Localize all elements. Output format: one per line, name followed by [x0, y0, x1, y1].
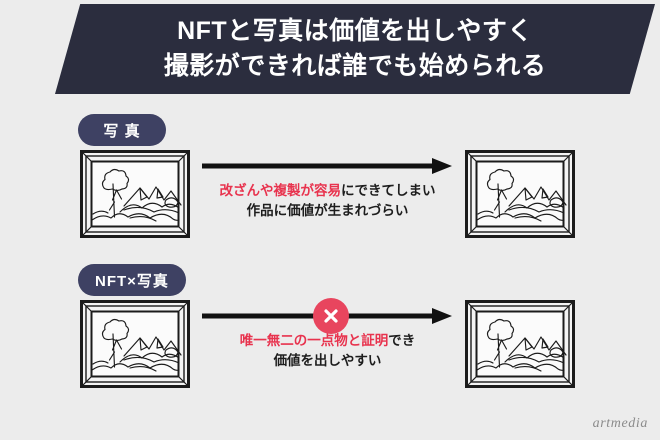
framed-landscape-icon: [465, 150, 575, 238]
transform-arrow-photo: 改ざんや複製が容易にできてしまい 作品に価値が生まれづらい: [200, 156, 455, 222]
row-badge-photo: 写 真: [78, 114, 166, 146]
caption-nft: 唯一無二の一点物と証明でき 価値を出しやすい: [200, 331, 455, 372]
transform-arrow-nft: 唯一無二の一点物と証明でき 価値を出しやすい: [200, 298, 455, 372]
artwork-frame-source-photo: [80, 150, 190, 238]
caption-emphasis: 改ざんや複製が容易: [219, 183, 342, 198]
framed-landscape-icon: [80, 300, 190, 388]
caption-photo: 改ざんや複製が容易にできてしまい 作品に価値が生まれづらい: [200, 181, 455, 222]
caption-line-2: 作品に価値が生まれづらい: [246, 203, 409, 219]
caption-line-1: 改ざんや複製が容易にできてしまい: [200, 181, 455, 201]
badge-label: 写 真: [103, 122, 141, 140]
close-x-glyph: [324, 309, 338, 323]
framed-landscape-icon: [465, 300, 575, 388]
caption-rest: でき: [388, 333, 416, 348]
artwork-frame-copy-nft: [465, 300, 575, 388]
caption-line-1: 唯一無二の一点物と証明でき: [200, 331, 455, 351]
artwork-frame-copy-photo: [465, 150, 575, 238]
arrow-right-icon: [202, 158, 452, 174]
title-banner: NFTと写真は価値を出しやすく 撮影ができれば誰でも始められる: [55, 4, 655, 94]
title-line-2: 撮影ができれば誰でも始められる: [163, 52, 547, 80]
caption-line-2: 価値を出しやすい: [273, 353, 382, 369]
watermark: artmedia: [592, 416, 648, 431]
caption-rest: にできてしまい: [341, 183, 436, 198]
artwork-frame-source-nft: [80, 300, 190, 388]
title-line-1: NFTと写真は価値を出しやすく: [177, 16, 533, 45]
blocked-x-icon: [313, 298, 349, 334]
badge-label: NFT×写真: [95, 272, 169, 290]
row-badge-nft: NFT×写真: [78, 264, 186, 296]
framed-landscape-icon: [80, 150, 190, 238]
caption-emphasis: 唯一無二の一点物と証明: [239, 333, 389, 348]
